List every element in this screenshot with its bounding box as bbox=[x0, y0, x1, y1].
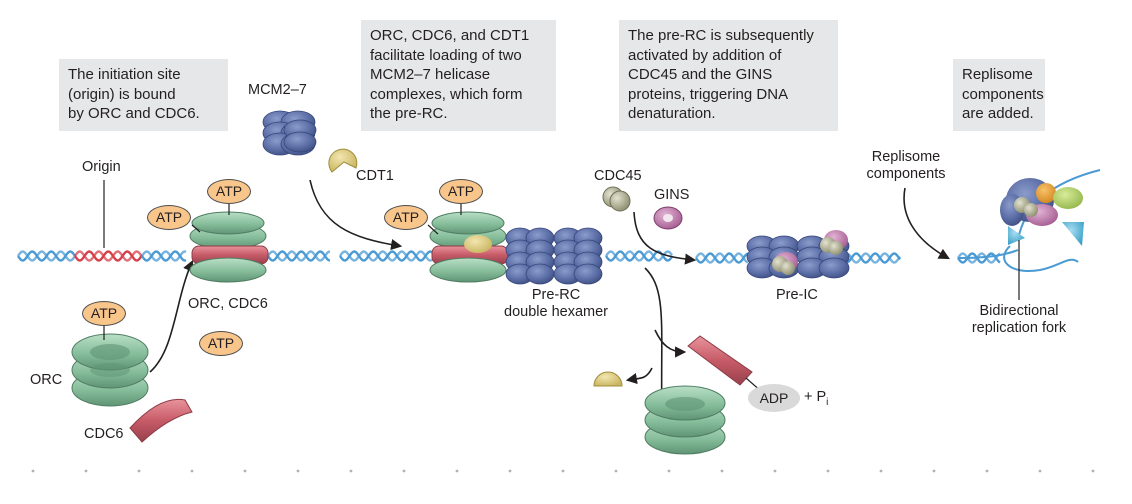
replisome-fork bbox=[957, 169, 1101, 300]
plus-pi-subscript: i bbox=[826, 396, 829, 408]
mcm-double-hexamer bbox=[505, 227, 603, 285]
replisome-label-line: Replisome bbox=[871, 149, 941, 165]
atp-tether-5 bbox=[427, 224, 439, 235]
dna-segment bbox=[141, 250, 187, 262]
step2-line: the pre-RC. bbox=[370, 105, 448, 122]
pre-ic-label: Pre-IC bbox=[776, 287, 818, 303]
step1-line: by ORC and CDC6. bbox=[68, 105, 200, 122]
orc-cdc6-label: ORC, CDC6 bbox=[188, 296, 268, 312]
step4-line: Replisome bbox=[962, 66, 1033, 83]
replisome-label: Replisome components bbox=[858, 149, 954, 183]
step3-line: proteins, triggering DNA bbox=[628, 85, 789, 103]
step3-line: activated by addition of bbox=[628, 46, 782, 64]
released-orc bbox=[644, 385, 726, 455]
origin-dna-segment bbox=[74, 250, 143, 262]
step2-line: facilitate loading of two bbox=[370, 46, 522, 64]
dna-segment bbox=[17, 250, 76, 262]
step2-caption-box: ORC, CDC6, and CDT1 facilitate loading o… bbox=[361, 20, 556, 131]
atp-badge: ATP bbox=[82, 301, 126, 326]
plus-pi-main: + P bbox=[804, 389, 827, 405]
replisome-label-line: components bbox=[866, 166, 946, 182]
step2-line: ORC, CDC6, and CDT1 bbox=[370, 27, 530, 44]
cdc45-shape bbox=[602, 186, 631, 212]
cdt1-label: CDT1 bbox=[356, 168, 394, 184]
dna-segment bbox=[957, 252, 1001, 264]
dna-segment bbox=[695, 252, 749, 264]
step4-caption-box: Replisome components are added. bbox=[953, 59, 1045, 131]
step2-line: complexes, which form bbox=[370, 85, 523, 103]
step1-line: The initiation site bbox=[68, 66, 181, 83]
arrow-orc-binding bbox=[149, 259, 194, 373]
pre-rc-orc bbox=[429, 211, 509, 283]
atp-badge: ATP bbox=[199, 331, 243, 356]
cdc6-label: CDC6 bbox=[84, 426, 124, 442]
dna-segment bbox=[841, 252, 901, 264]
fork-label-line: Bidirectional bbox=[979, 303, 1059, 319]
orc-complex-free bbox=[71, 333, 149, 407]
step3-line: CDC45 and the GINS bbox=[628, 66, 773, 83]
origin-label: Origin bbox=[82, 159, 121, 175]
pre-rc-label-line: double hexamer bbox=[504, 304, 608, 320]
mcm2-7-complex bbox=[262, 110, 317, 156]
arrow-release-cdt1 bbox=[625, 367, 653, 385]
fork-label-line: replication fork bbox=[971, 320, 1067, 336]
gins-label: GINS bbox=[654, 187, 690, 203]
orc-cdc6-bound bbox=[189, 211, 269, 283]
dna-segment bbox=[267, 250, 331, 262]
pre-rc-label: Pre-RC double hexamer bbox=[500, 287, 612, 321]
bottom-dotted-rule bbox=[31, 469, 1095, 473]
arrow-mcm-loading bbox=[309, 179, 403, 251]
cdt1-shape bbox=[328, 148, 358, 173]
adp-badge: ADP bbox=[748, 384, 800, 412]
released-cdt1-shape bbox=[593, 371, 623, 387]
step4-line: components bbox=[962, 85, 1044, 103]
pre-rc-label-line: Pre-RC bbox=[531, 287, 581, 303]
atp-badge: ATP bbox=[207, 179, 251, 204]
orc-label: ORC bbox=[30, 372, 63, 388]
dna-segment bbox=[605, 250, 673, 262]
step3-line: denaturation. bbox=[628, 105, 716, 122]
arrow-replisome bbox=[903, 187, 950, 260]
arrow-activation bbox=[633, 211, 697, 265]
step2-line: MCM2–7 helicase bbox=[370, 66, 491, 83]
dna-segment bbox=[339, 250, 433, 262]
atp-badge: ATP bbox=[439, 179, 483, 204]
atp-badge: ATP bbox=[384, 205, 428, 230]
plus-pi-label: + Pi bbox=[804, 389, 828, 408]
cdc6-free-shape bbox=[129, 398, 193, 443]
step1-caption-box: The initiation site (origin) is bound by… bbox=[59, 59, 228, 131]
gins-shape bbox=[653, 206, 683, 230]
fork-label: Bidirectional replication fork bbox=[960, 303, 1078, 337]
cdc45-label: CDC45 bbox=[594, 168, 642, 184]
dna-helix-group bbox=[17, 250, 1001, 264]
released-cdc6-shape bbox=[687, 335, 753, 386]
step3-line: The pre-RC is subsequently bbox=[628, 27, 814, 44]
mcm-label: MCM2–7 bbox=[248, 82, 307, 98]
step4-line: are added. bbox=[962, 105, 1034, 122]
atp-tether-3 bbox=[191, 224, 201, 233]
step1-line: (origin) is bound bbox=[68, 85, 176, 103]
pre-ic-complex bbox=[746, 230, 850, 279]
atp-badge: ATP bbox=[147, 205, 191, 230]
arrow-release-cdc6 bbox=[654, 329, 687, 358]
step3-caption-box: The pre-RC is subsequently activated by … bbox=[619, 20, 838, 131]
